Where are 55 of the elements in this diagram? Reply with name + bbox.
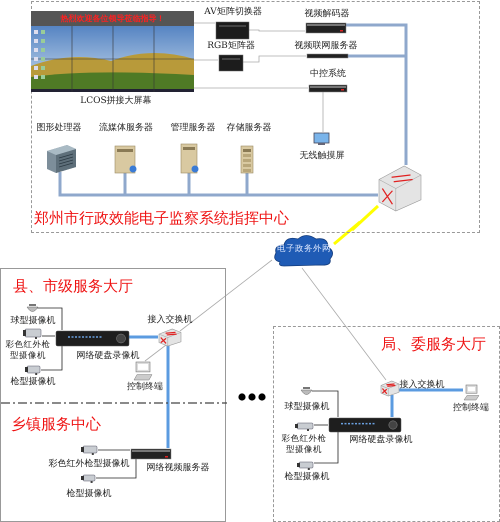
device-label: 枪型摄像机 <box>284 472 330 483</box>
cloud-label: 电子政务外网 <box>276 244 332 255</box>
connector-line <box>128 336 158 338</box>
device-label: 彩色红外枪型摄像机 <box>4 340 52 362</box>
device-label: 中控系统 <box>309 69 347 80</box>
device-label: 管理服务器 <box>170 123 216 134</box>
connector-line <box>322 90 324 132</box>
connector-line <box>242 56 306 62</box>
connector-line <box>398 388 463 392</box>
connector-line <box>312 390 338 418</box>
connector-line <box>192 22 216 24</box>
connector-line <box>246 172 378 196</box>
zone-frame <box>0 268 226 522</box>
connector-line <box>314 430 338 464</box>
device-label: 球型摄像机 <box>10 316 56 327</box>
connector-line <box>180 260 272 332</box>
device-label: LCOS拼接大屏幕 <box>79 96 153 107</box>
device-label: 视频联网服务器 <box>294 41 358 52</box>
connector-line <box>302 268 386 380</box>
lightning-link <box>333 204 380 246</box>
device-label: 图形处理器 <box>36 123 82 134</box>
device-label: 接入交换机 <box>399 380 445 391</box>
section-title: 县、市级服务大厅 <box>13 277 133 295</box>
device-label: 接入交换机 <box>147 315 193 326</box>
device-label: 网络硬盘录像机 <box>76 351 140 362</box>
connector-line <box>144 344 166 362</box>
device-label: 枪型摄像机 <box>66 489 112 500</box>
device-label: 无线触摸屏 <box>298 151 346 162</box>
device-label: 彩色红外枪型摄像机 <box>280 434 328 456</box>
connector-line <box>390 395 394 417</box>
connector-line <box>166 345 170 448</box>
device-label: 枪型摄像机 <box>10 377 56 388</box>
connector-line <box>347 54 408 165</box>
device-label: 控制终端 <box>452 403 490 414</box>
device-label: 视频解码器 <box>304 9 350 20</box>
device-label: 球型摄像机 <box>284 402 330 413</box>
banner-text: 热烈欢迎各位领导莅临指导！ <box>60 12 166 25</box>
connector-line <box>96 458 136 478</box>
device-label: 网络硬盘录像机 <box>348 435 414 446</box>
zone-frame <box>31 1 480 233</box>
zone-frame <box>273 326 500 522</box>
connector-line <box>248 30 306 32</box>
section-title: 乡镇服务中心 <box>11 415 101 433</box>
device-label: 控制终端 <box>126 382 164 393</box>
device-label: 流媒体服务器 <box>98 123 154 134</box>
device-label: 网络视频服务器 <box>146 463 210 474</box>
connector-line <box>40 344 62 370</box>
device-label: RGB矩阵器 <box>206 41 256 52</box>
connector-line <box>36 308 62 330</box>
device-label: AV矩阵切换器 <box>203 7 263 18</box>
device-label: 存储服务器 <box>226 123 272 134</box>
section-title: 局、委服务大厅 <box>381 335 486 353</box>
device-label: 彩色红外枪型摄像机 <box>48 459 130 470</box>
section-title: 郑州市行政效能电子监察系统指挥中心 <box>34 209 289 227</box>
connector-line <box>314 424 328 426</box>
